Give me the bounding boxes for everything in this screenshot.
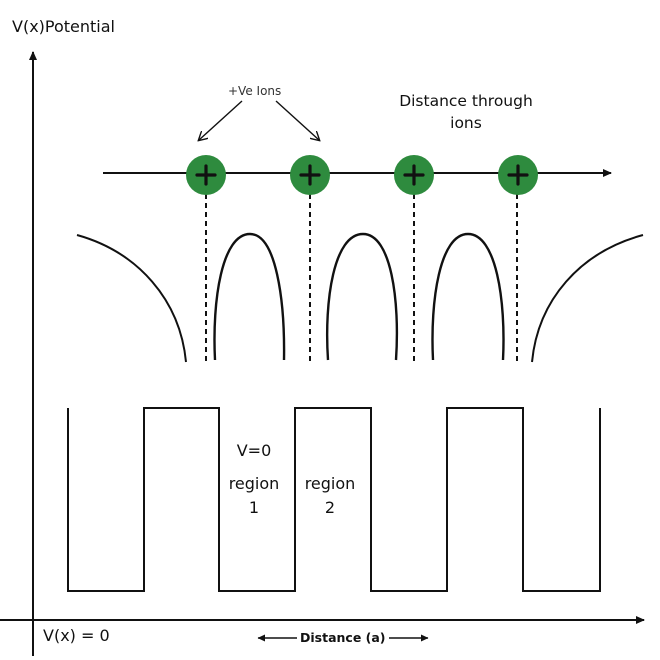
- ion-icon: [498, 155, 538, 195]
- ion-icon: [394, 155, 434, 195]
- ion-pointer-arrow-left: [199, 100, 243, 140]
- potential-curve-arch: [213, 232, 286, 361]
- ion-icon: [186, 155, 226, 195]
- y-axis-title: V(x)Potential: [12, 17, 115, 36]
- distance-through-ions-label: Distance through ions: [399, 92, 533, 132]
- region-2-label: region 2: [304, 474, 356, 517]
- ion-pointer-arrow-right: [275, 100, 319, 140]
- potential-curve-edge-right: [531, 234, 644, 363]
- potential-curve-edge-left: [76, 234, 187, 363]
- v-zero-label: V=0: [236, 441, 272, 460]
- region-1-label: region 1: [228, 474, 280, 517]
- ion-icon: [290, 155, 330, 195]
- ions-label: +Ve Ions: [228, 84, 282, 98]
- square-wave-potential: [67, 407, 601, 592]
- potential-curve-arch: [325, 232, 399, 361]
- x-axis-origin-label: V(x) = 0: [43, 626, 110, 645]
- distance-a-label: Distance (a): [300, 630, 386, 645]
- potential-curve-arch: [431, 232, 505, 361]
